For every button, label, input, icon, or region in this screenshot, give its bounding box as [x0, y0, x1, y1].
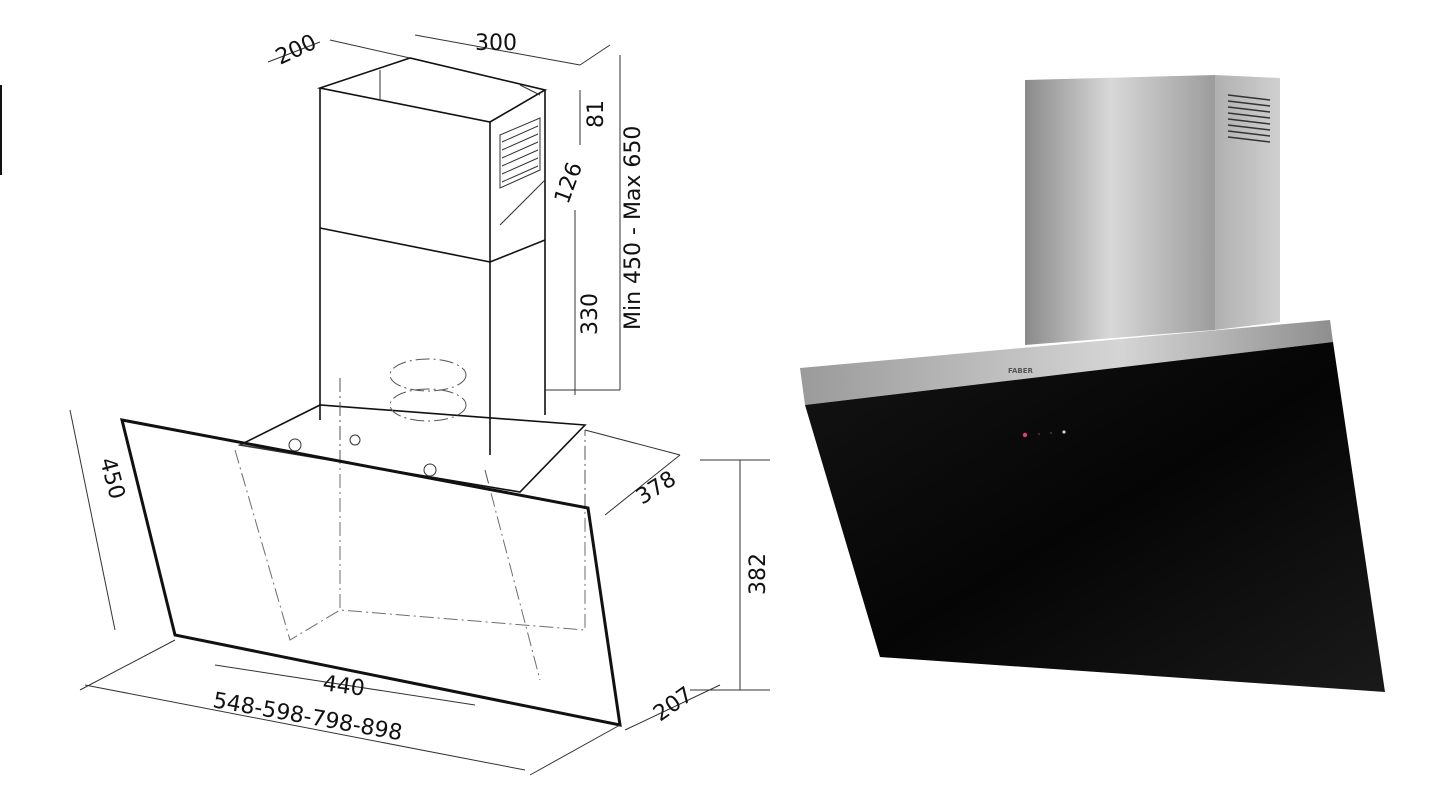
- chimney-front: [1025, 75, 1215, 345]
- dim-vent-width: 126: [550, 159, 588, 207]
- chimney-vents: [1227, 94, 1271, 143]
- dim-hood-height: 382: [746, 553, 771, 595]
- product-photo: FABER: [800, 75, 1385, 692]
- dimension-lines: [69, 34, 770, 776]
- dim-lower-chimney: 330: [578, 293, 603, 335]
- brand-logo: FABER: [1008, 367, 1034, 375]
- dim-inner-width: 440: [321, 671, 366, 702]
- dim-widths: 548-598-798-898: [211, 688, 404, 746]
- dim-vent-offset: 81: [584, 100, 609, 128]
- dim-chimney-height: Min 450 - Max 650: [621, 126, 646, 330]
- chimney-side: [1215, 75, 1280, 330]
- technical-drawing: 200 300 81 126 Min 450 - Max 650 330 378…: [69, 30, 771, 776]
- dim-chimney-depth: 200: [272, 30, 321, 70]
- dim-hood-depth: 378: [632, 467, 681, 510]
- vent-grille: [499, 117, 541, 189]
- steel-band: [800, 320, 1333, 405]
- power-indicator-icon: [1022, 432, 1028, 438]
- touch-control-icon: [1062, 430, 1066, 434]
- edge-mark: [0, 85, 2, 175]
- glass-front: [805, 342, 1385, 692]
- dim-chimney-width: 300: [475, 31, 517, 56]
- dim-bottom-depth: 207: [649, 682, 698, 727]
- dim-glass-height: 450: [94, 455, 129, 502]
- chimney-outline: [316, 57, 548, 455]
